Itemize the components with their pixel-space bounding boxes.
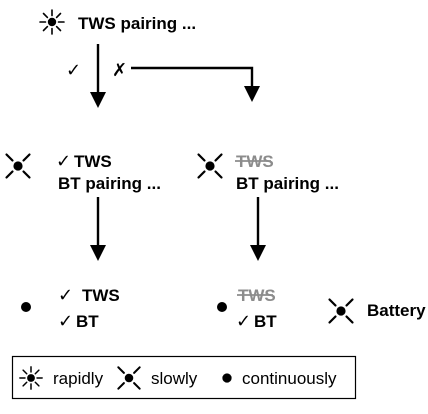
bottom-right-bt-label: BT — [254, 312, 277, 331]
led-slow-blink-icon — [328, 298, 354, 324]
battery-label: Battery — [367, 301, 426, 320]
led-continuous-icon — [21, 302, 31, 312]
legend-slow-label: slowly — [151, 369, 198, 388]
branch-connectors — [96, 44, 260, 246]
middle-left-tws-label: TWS — [74, 152, 112, 171]
title-label: TWS pairing ... — [78, 14, 196, 33]
arrow-fail-connector — [131, 66, 254, 86]
led-rapid-blink-icon — [39, 9, 65, 35]
bottom-left-tws-label: TWS — [82, 286, 120, 305]
success-check-mark: ✓ — [66, 60, 81, 81]
bottom-left-bt-label: BT — [76, 312, 99, 331]
arrowheads — [90, 86, 266, 261]
fail-cross-mark: ✗ — [112, 60, 127, 81]
led-continuous-icon — [217, 302, 227, 312]
arrowhead-right — [250, 245, 266, 261]
led-slow-blink-icon — [5, 153, 31, 179]
led-slow-blink-icon — [197, 153, 223, 179]
arrowhead-fail — [244, 86, 260, 102]
middle-left-bt-pairing-label: BT pairing ... — [58, 174, 161, 193]
middle-right-bt-pairing-label: BT pairing ... — [236, 174, 339, 193]
legend-continuous-label: continuously — [242, 369, 337, 388]
legend-continuous-icon — [222, 373, 232, 383]
bottom-left-bt-check-mark: ✓ — [58, 311, 73, 332]
arrowhead-left — [90, 245, 106, 261]
middle-left-check-mark: ✓ — [56, 151, 71, 172]
arrowhead-success — [90, 92, 106, 108]
legend-rapid-blink-icon — [19, 366, 43, 390]
bottom-right-bt-check-mark: ✓ — [236, 311, 251, 332]
legend-rapid-label: rapidly — [53, 369, 104, 388]
bottom-left-tws-check-mark: ✓ — [58, 285, 73, 306]
legend-box — [11, 355, 357, 400]
